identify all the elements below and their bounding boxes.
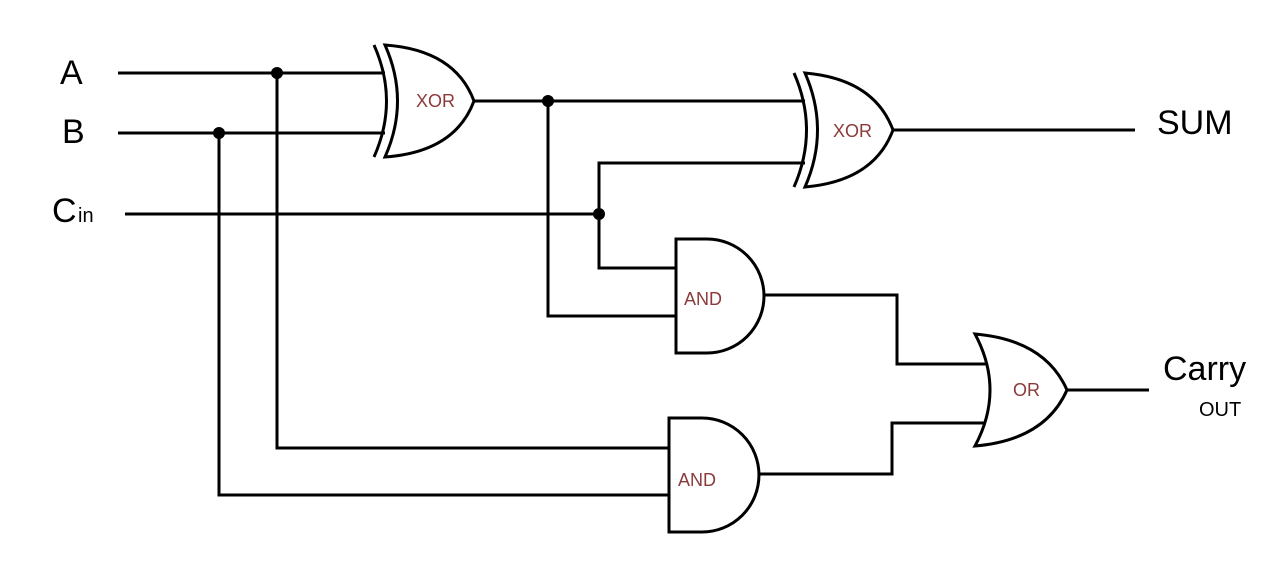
- output-label-carry: Carry: [1163, 350, 1246, 388]
- input-label-b: B: [62, 113, 85, 151]
- wire-and1-out: [764, 293, 990, 366]
- junction-xor1-out: [542, 95, 554, 107]
- output-label-sum: SUM: [1157, 104, 1233, 142]
- wires: [118, 71, 1149, 497]
- wire-xor1-branch: [546, 101, 676, 318]
- wire-cin-down: [597, 214, 676, 270]
- and-gate-1-label: AND: [684, 289, 722, 309]
- input-label-cin: C: [52, 192, 77, 230]
- junction-b: [213, 127, 225, 139]
- junctions: [213, 67, 605, 220]
- or-gate: OR: [972, 332, 1069, 448]
- input-label-a: A: [60, 54, 83, 92]
- wire-a-branch: [275, 73, 669, 450]
- xor-gate-1-label: XOR: [416, 91, 455, 111]
- junction-cin: [593, 208, 605, 220]
- junction-a: [271, 67, 283, 79]
- and-gate-1: AND: [674, 237, 766, 355]
- wire-b-branch: [217, 133, 669, 497]
- input-label-cin-subscript: in: [78, 205, 94, 227]
- xor-gate-2: XOR: [792, 71, 895, 189]
- and-gate-2: AND: [667, 416, 761, 534]
- xor-gate-2-label: XOR: [833, 121, 872, 141]
- output-label-carry-sub: OUT: [1199, 399, 1241, 421]
- or-gate-label: OR: [1013, 380, 1040, 400]
- xor-gate-1: XOR: [372, 43, 476, 159]
- and-gate-2-label: AND: [678, 470, 716, 490]
- wire-and2-out: [759, 421, 990, 476]
- wire-cin-up: [597, 161, 805, 214]
